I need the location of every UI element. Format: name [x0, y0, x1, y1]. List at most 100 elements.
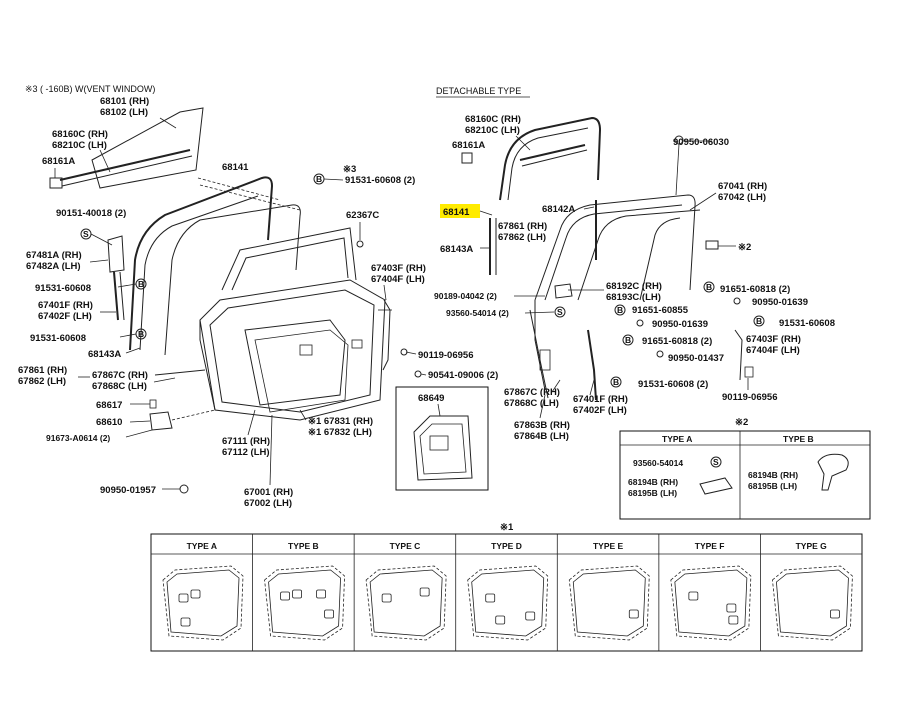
svg-text:B: B: [617, 305, 623, 315]
trim-feature: [280, 591, 290, 601]
label-note2-box: ※2: [735, 417, 748, 428]
latch-icon: [554, 283, 573, 299]
callout-b-icon: [610, 376, 622, 388]
svg-text:B: B: [613, 377, 619, 387]
lower-sash-right: [529, 309, 597, 401]
door-regulator-right: [734, 329, 754, 381]
label-62367c: 62367C: [346, 210, 379, 221]
trim-board-inner: [674, 569, 748, 637]
label-67867c-right: 67867C (RH): [504, 387, 560, 398]
run-channel-left: [129, 176, 301, 356]
callout-b-icon: [622, 334, 634, 346]
label-68649: 68649: [418, 393, 444, 404]
label-90541: 90541-09006 (2): [428, 370, 498, 381]
label-67041: 67041 (RH): [718, 181, 767, 192]
label-67481a: 67481A (RH): [26, 250, 82, 261]
label-90151: 90151-40018 (2): [56, 208, 126, 219]
clip-icon: [179, 484, 189, 494]
label-68142a: 68142A: [542, 204, 575, 215]
label-68141-right-highlighted: 68141: [443, 207, 470, 218]
label-68101: 68101 (RH): [100, 96, 149, 107]
label-68210c: 68210C (LH): [52, 140, 107, 151]
trim-board-inner: [572, 569, 646, 637]
type-panel-header: TYPE A: [187, 541, 217, 551]
label-type-b-68194b: 68194B (RH): [748, 470, 798, 480]
label-67042: 67042 (LH): [718, 192, 766, 203]
callout-b-icon: [753, 315, 765, 327]
trim-board-inner: [369, 569, 443, 637]
trim-feature: [292, 589, 302, 599]
door-regulator-left: [378, 299, 392, 371]
label-91531-right-a: 91531-60608: [779, 318, 835, 329]
trim-board-outline: [670, 565, 752, 641]
callout-s-icon: [710, 456, 722, 468]
label-67402f-left: 67402F (LH): [38, 311, 92, 322]
clip-icon: [705, 240, 719, 250]
type-panel-header: TYPE D: [491, 541, 522, 551]
label-67867c-left: 67867C (RH): [92, 370, 148, 381]
vent-window-glass: [49, 107, 204, 189]
clip-icon: [49, 177, 63, 189]
svg-text:S: S: [557, 307, 563, 317]
type-panel-header: TYPE B: [288, 541, 319, 551]
svg-text:B: B: [316, 174, 322, 184]
label-note3: ※3: [343, 164, 356, 175]
label-68210c-right: 68210C (LH): [465, 125, 520, 136]
callout-b-icon: [135, 278, 147, 290]
division-bar-left: [107, 235, 125, 321]
trim-feature: [381, 593, 392, 603]
screw-icon: [400, 348, 408, 356]
label-67832: ※1 67832 (LH): [308, 427, 372, 438]
label-68192c: 68192C (RH): [606, 281, 662, 292]
trim-board-outline: [568, 565, 650, 641]
type-panel-header: TYPE F: [695, 541, 725, 551]
type-panel-header: TYPE C: [390, 541, 421, 551]
svg-text:B: B: [625, 335, 631, 345]
label-91651-b: 91651-60818 (2): [642, 336, 712, 347]
label-90950-01639-a: 90950-01639: [752, 297, 808, 308]
label-91531-right-b: 91531-60608 (2): [638, 379, 708, 390]
label-91531-left-c: 91531-60608: [30, 333, 86, 344]
label-93560-left: 93560-54014 (2): [446, 308, 509, 318]
label-91531-left-b: 91531-60608: [35, 283, 91, 294]
label-67001: 67001 (RH): [244, 487, 293, 498]
trim-feature: [830, 609, 840, 619]
detachable-type-heading: DETACHABLE TYPE: [436, 86, 521, 96]
label-91673: 91673-A0614 (2): [46, 433, 110, 443]
label-67111: 67111 (RH): [222, 436, 270, 447]
label-68161a: 68161A: [42, 156, 75, 167]
highlight-68141: [440, 204, 480, 218]
label-67862-left: 67862 (LH): [18, 376, 66, 387]
clip-icon: [461, 152, 473, 164]
label-67482a: 67482A (LH): [26, 261, 81, 272]
label-91531-left-a: 91531-60608 (2): [345, 175, 415, 186]
type-panel-header: TYPE E: [593, 541, 624, 551]
label-90189: 90189-04042 (2): [434, 291, 497, 301]
label-68143a-left: 68143A: [88, 349, 121, 360]
label-67403f-left: 67403F (RH): [371, 263, 426, 274]
type-a-header: TYPE A: [662, 434, 692, 444]
trim-feature: [688, 591, 699, 601]
trim-feature: [180, 617, 191, 627]
trim-board-outline: [365, 565, 447, 641]
label-67861-right: 67861 (RH): [498, 221, 547, 232]
trim-board-inner: [471, 569, 545, 637]
svg-text:B: B: [138, 329, 144, 339]
clip-icon: [656, 350, 664, 358]
label-type-a-68194b: 68194B (RH): [628, 477, 678, 487]
label-68160c: 68160C (RH): [52, 129, 108, 140]
label-90119-left: 90119-06956: [418, 350, 473, 361]
callout-b-icon: [703, 281, 715, 293]
svg-text:S: S: [83, 229, 89, 239]
svg-text:B: B: [138, 279, 144, 289]
rear-door-frame: [534, 194, 701, 391]
trim-feature: [525, 611, 536, 621]
trim-feature: [324, 609, 334, 619]
label-67404f-left: 67404F (LH): [371, 274, 425, 285]
trim-feature: [485, 593, 496, 603]
clip-icon: [733, 297, 741, 305]
label-90950-01639-b: 90950-01639: [652, 319, 708, 330]
clip-icon: [414, 370, 422, 378]
run-channel-right: [489, 116, 602, 275]
